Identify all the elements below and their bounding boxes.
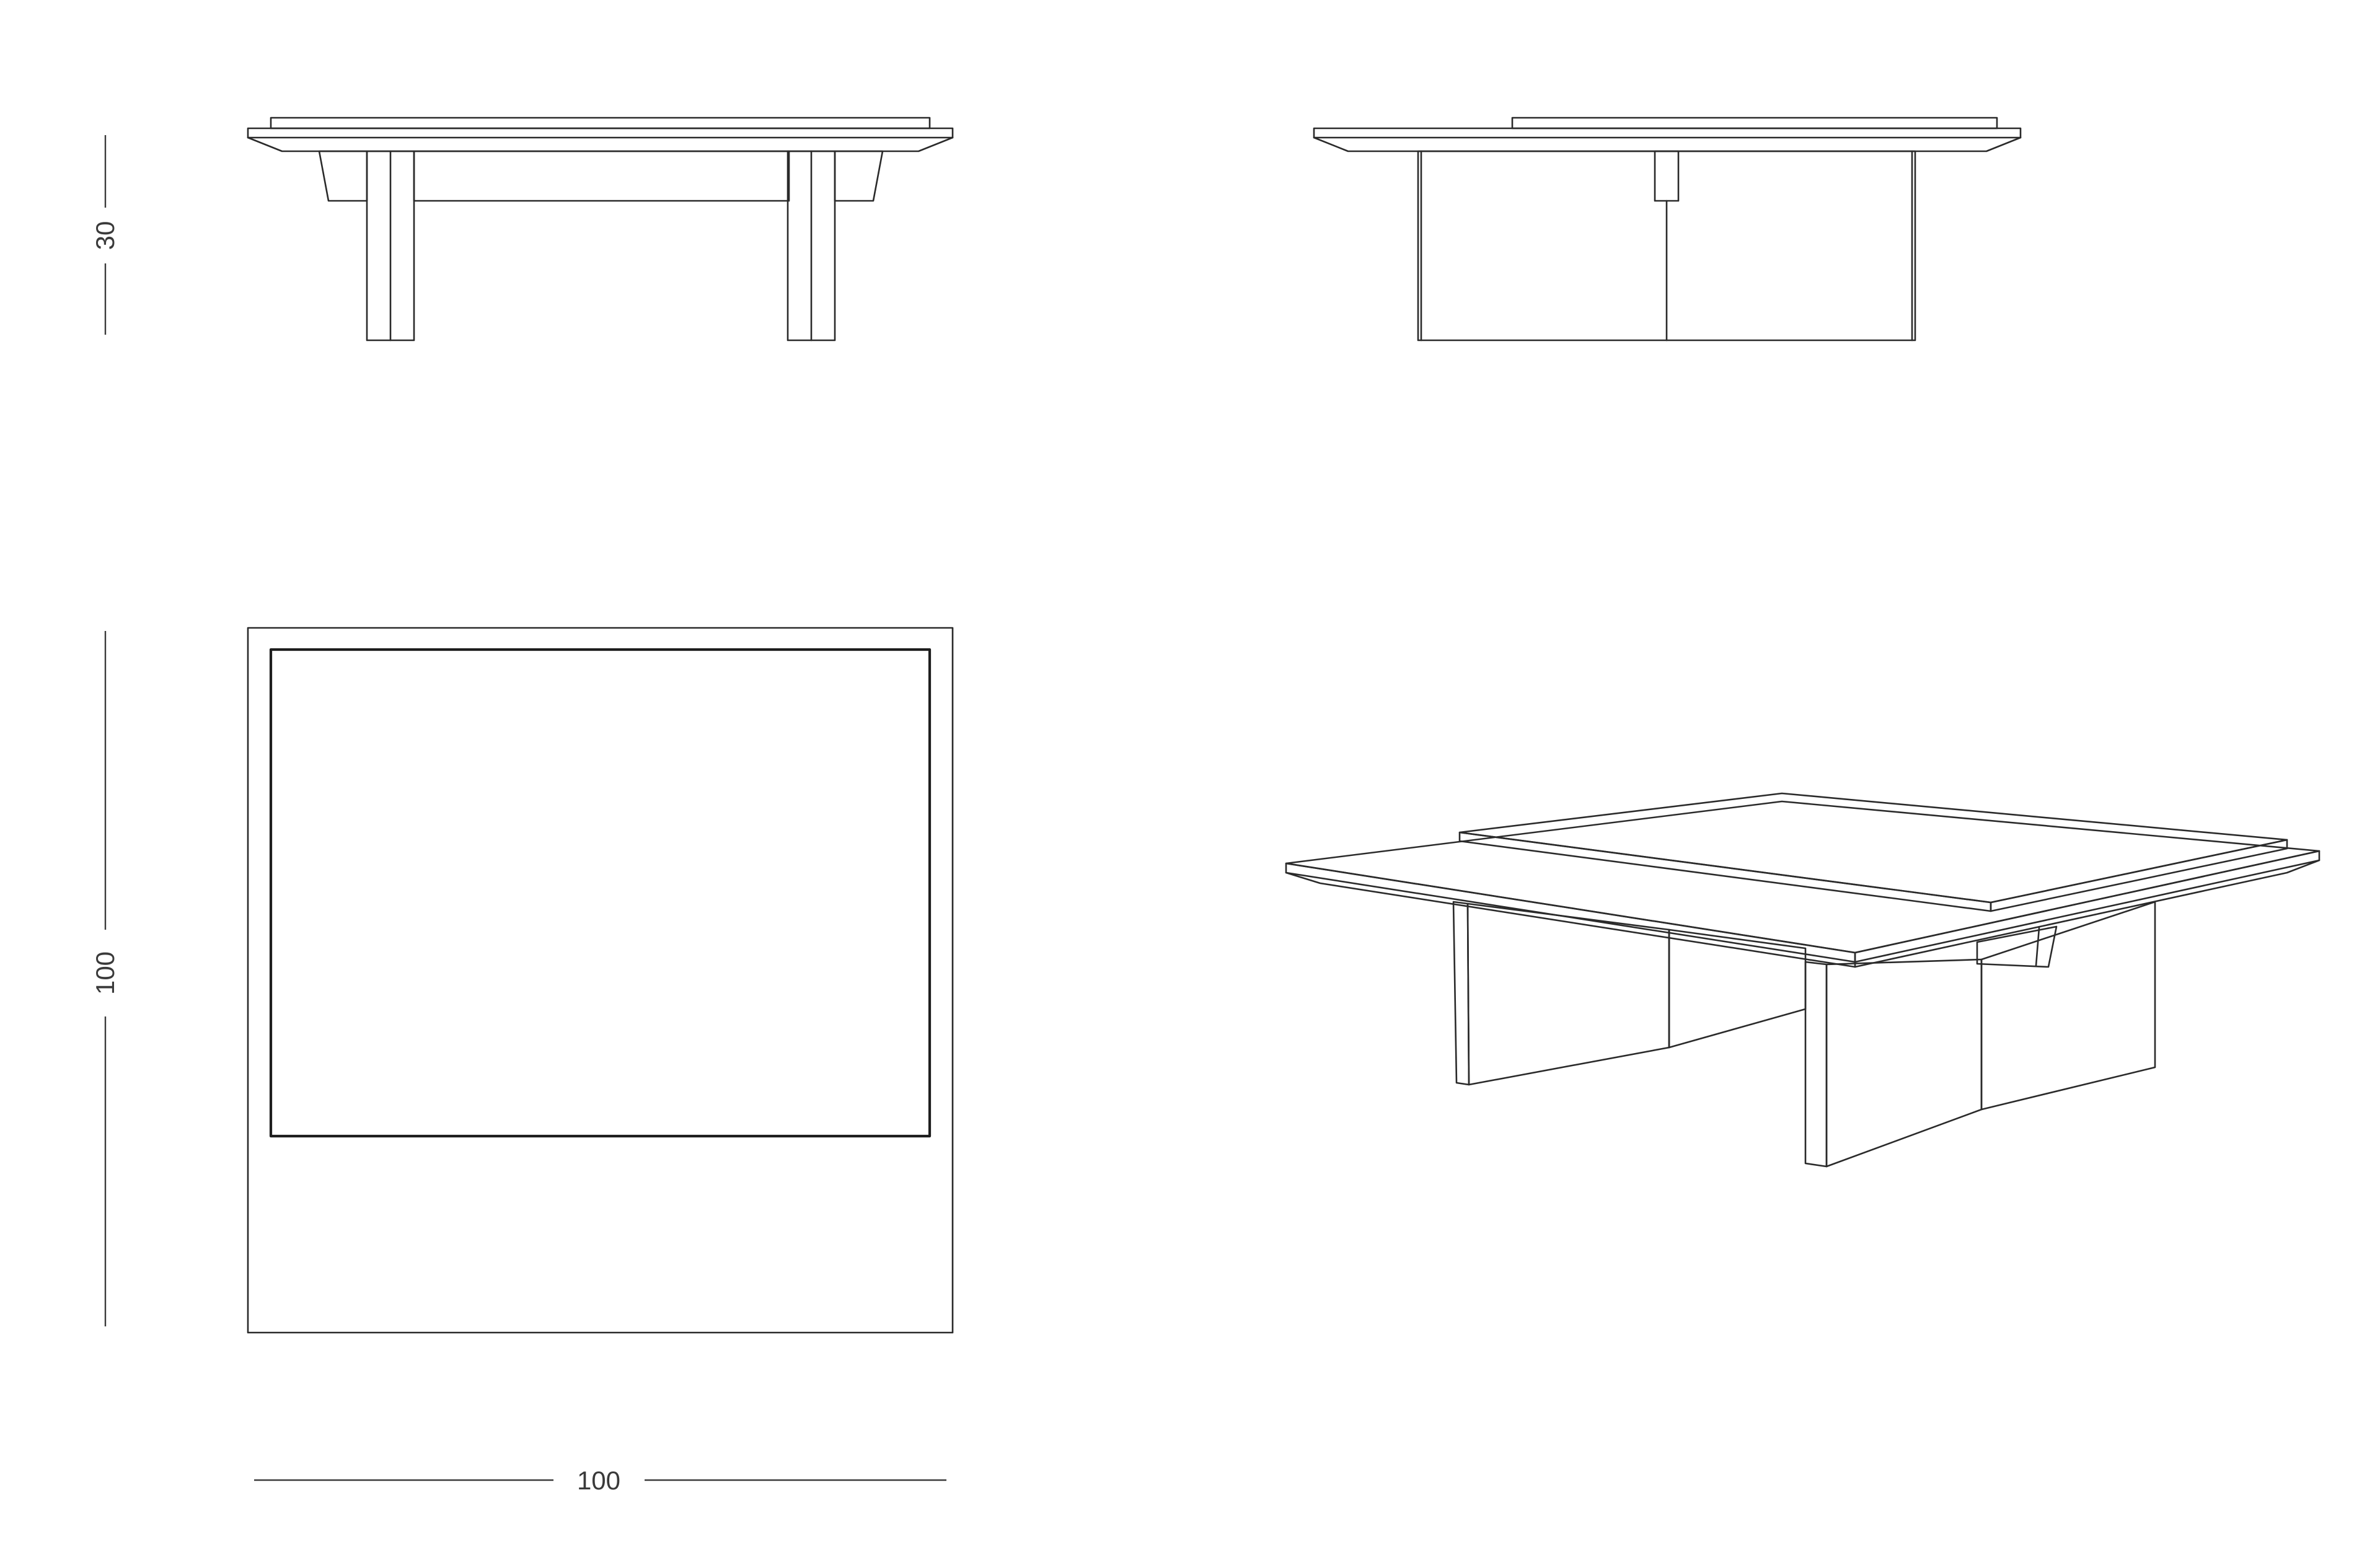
- persp-glass-left-edge: [1458, 831, 1992, 912]
- persp-right-bracket: [1976, 925, 2058, 968]
- perspective-view: [1285, 792, 2320, 1168]
- persp-right-panel-front: [1825, 958, 1983, 1168]
- width-dimension-label: 100: [577, 1466, 620, 1495]
- plan-glass-inset: [269, 648, 932, 1138]
- persp-right-panel: [1980, 901, 2156, 1111]
- width-dimension: 100: [254, 1466, 946, 1495]
- persp-left-leg: [1452, 901, 1470, 1086]
- plan-outer-top: [247, 627, 954, 1334]
- front-left-bracket: [318, 150, 368, 202]
- side-elevation-view: [1313, 117, 2022, 342]
- height-dimension: 30: [90, 135, 120, 335]
- height-dimension-label: 30: [90, 221, 120, 250]
- side-table-top: [1313, 127, 2022, 152]
- plan-view: [247, 627, 954, 1334]
- front-cross-rail: [413, 150, 790, 202]
- persp-glass-right-edge: [1990, 839, 2288, 912]
- persp-front-leg: [1804, 961, 1828, 1168]
- side-centre-block: [1654, 150, 1680, 202]
- persp-left-panel-front: [1668, 928, 1807, 1049]
- persp-table-top-left-edge: [1285, 862, 1856, 963]
- persp-table-top-right-edge: [1854, 850, 2320, 963]
- persp-left-panel: [1466, 902, 1670, 1086]
- front-table-top: [247, 127, 954, 152]
- depth-dimension: 100: [90, 631, 120, 1326]
- side-glass-top: [1511, 117, 1998, 130]
- front-glass-top: [270, 117, 931, 130]
- front-elevation-view: [247, 117, 954, 342]
- front-right-bracket: [834, 150, 884, 202]
- depth-dimension-label: 100: [90, 951, 120, 995]
